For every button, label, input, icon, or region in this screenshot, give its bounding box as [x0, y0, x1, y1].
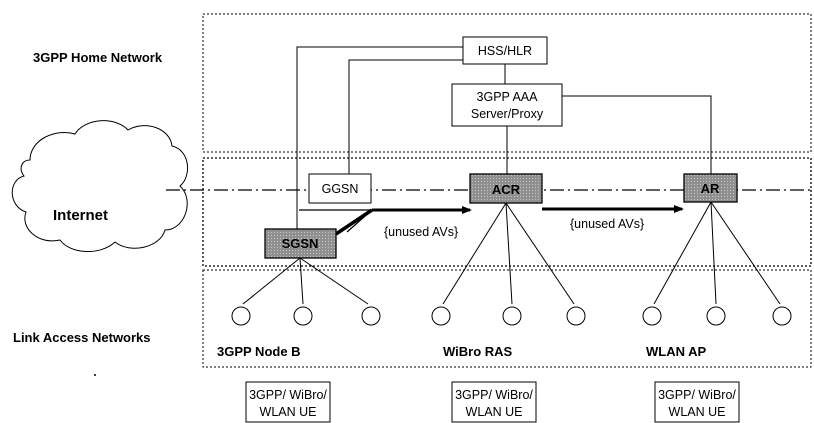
ras-circle — [566, 306, 586, 326]
acr-ar-edge-label: {unused AVs} — [570, 217, 644, 231]
ggsn-box — [308, 173, 372, 204]
ue-label-line2: WLAN UE — [260, 405, 317, 419]
aaa-server-label-line1: 3GPP AAA — [477, 90, 539, 104]
sgsn-label: SGSN — [282, 236, 319, 251]
sgsn-box — [264, 228, 337, 259]
access-network-region — [202, 269, 812, 368]
ue-box: 3GPP/ WiBro/ WLAN UE — [451, 381, 537, 423]
aaa-server-label-line2: Server/Proxy — [471, 107, 544, 121]
stray-dot — [94, 374, 96, 376]
access-networks-label: Link Access Networks — [13, 330, 151, 345]
ap-circle — [772, 306, 792, 326]
hss-hlr-box — [462, 36, 548, 65]
ue-label-line1: 3GPP/ WiBro/ — [658, 388, 736, 402]
ue-label-line1: 3GPP/ WiBro/ — [455, 388, 533, 402]
ue-box: 3GPP/ WiBro/ WLAN UE — [654, 381, 740, 423]
ue-label-line2: WLAN UE — [466, 405, 523, 419]
home-network-label: 3GPP Home Network — [33, 50, 163, 65]
ap-circle — [642, 306, 662, 326]
av-transfer-arrows — [299, 205, 684, 236]
ar-label: AR — [701, 181, 720, 196]
internet-cloud — [11, 120, 188, 253]
ap-circle — [706, 306, 726, 326]
access-fanout-lines — [242, 201, 781, 305]
wlan-ap-label: WLAN AP — [646, 344, 707, 359]
acr-box — [469, 173, 543, 204]
acr-label: ACR — [492, 182, 521, 197]
node-b-label: 3GPP Node B — [217, 344, 301, 359]
aaa-server-box — [451, 83, 563, 127]
sgsn-acr-edge-label: {unused AVs} — [384, 225, 458, 239]
ue-label-line2: WLAN UE — [669, 405, 726, 419]
wibro-ras-label: WiBro RAS — [443, 344, 513, 359]
hss-hlr-label: HSS/HLR — [478, 44, 532, 58]
ue-label-line1: 3GPP/ WiBro/ — [249, 388, 327, 402]
access-point-circles — [231, 306, 792, 326]
internet-label: Internet — [53, 207, 108, 224]
home-links — [296, 46, 712, 232]
ggsn-label: GGSN — [322, 182, 359, 196]
ras-circle — [431, 306, 451, 326]
node-b-circle — [231, 306, 251, 326]
ras-circle — [502, 306, 522, 326]
node-b-circle — [361, 306, 381, 326]
ue-box: 3GPP/ WiBro/ WLAN UE — [245, 381, 331, 423]
node-b-circle — [293, 306, 313, 326]
